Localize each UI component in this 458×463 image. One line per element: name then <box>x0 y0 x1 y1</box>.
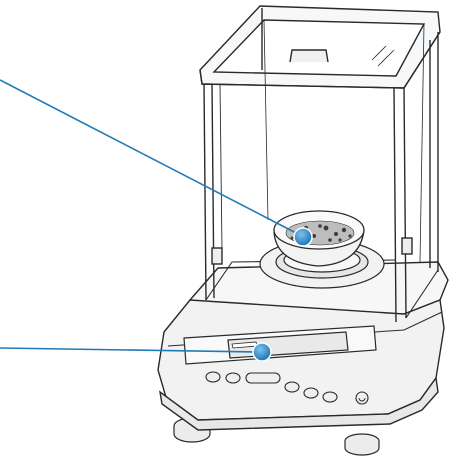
key-5[interactable] <box>304 388 318 398</box>
display-marker-dot <box>253 343 271 361</box>
weighing-pan-callout <box>0 80 312 246</box>
key-3[interactable] <box>246 373 280 383</box>
key-4[interactable] <box>285 382 299 392</box>
key-1[interactable] <box>206 372 220 382</box>
pan-leader-line <box>0 80 298 234</box>
key-2[interactable] <box>226 373 240 383</box>
key-6[interactable] <box>323 392 337 402</box>
pan-marker-dot <box>294 228 312 246</box>
power-key[interactable] <box>356 392 368 404</box>
